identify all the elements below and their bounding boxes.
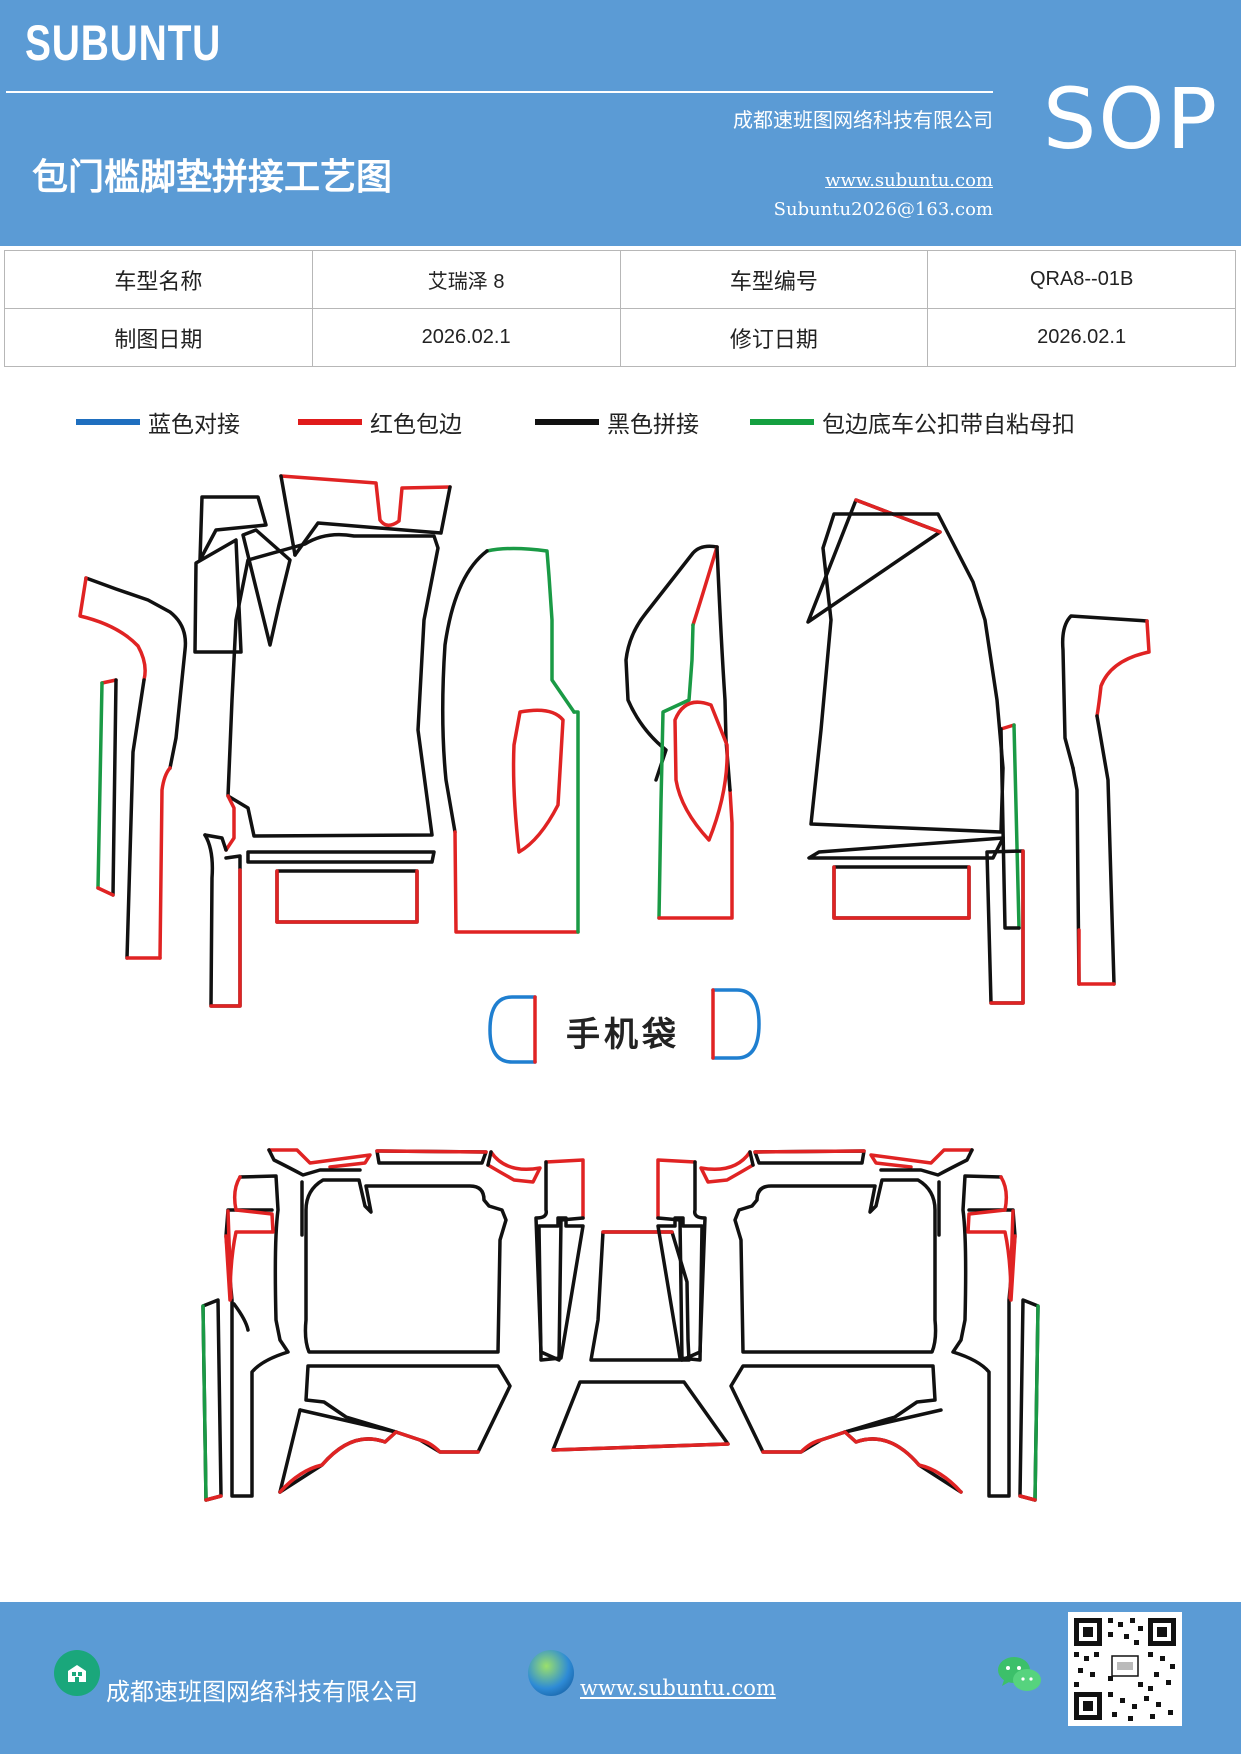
legend-swatch-blue [76,419,140,425]
legend-item-blue: 蓝色对接 [76,405,240,439]
header-company: 成都速班图网络科技有限公司 [733,108,993,132]
table-row: 车型名称 艾瑞泽 8 车型编号 QRA8--01B [4,250,1236,309]
draw-date-value: 2026.02.1 [311,308,621,367]
legend-item-red: 红色包边 [298,405,462,439]
legend-label: 黑色拼接 [607,412,699,438]
legend-label: 红色包边 [370,412,462,438]
sop-badge: SOP [1043,70,1220,168]
header-divider [6,91,993,93]
footer-banner: 成都速班图网络科技有限公司 www.subuntu.com [0,1602,1241,1754]
draw-date-label: 制图日期 [4,308,313,367]
color-legend: 蓝色对接 红色包边 黑色拼接 包边底车公扣带自粘母扣 [0,405,1241,445]
legend-label: 包边底车公扣带自粘母扣 [822,412,1075,438]
revision-date-value: 2026.02.1 [927,308,1236,367]
front-left-pieces [78,474,580,1008]
footer-company: 成都速班图网络科技有限公司 [106,1678,418,1706]
legend-item-green: 包边底车公扣带自粘母扣 [750,405,1075,439]
legend-swatch-red [298,419,362,425]
phone-bag-label: 手机袋 [566,1015,680,1055]
globe-icon [528,1650,574,1696]
rear-pieces [201,1148,1040,1502]
rear-right-pieces [537,1148,1040,1502]
front-right-pieces [624,498,1151,1005]
table-row: 制图日期 2026.02.1 修订日期 2026.02.1 [4,308,1236,367]
legend-swatch-black [535,419,599,425]
document-title: 包门槛脚垫拼接工艺图 [32,157,393,198]
vehicle-info-table: 车型名称 艾瑞泽 8 车型编号 QRA8--01B 制图日期 2026.02.1… [4,250,1236,367]
model-name-label: 车型名称 [4,250,313,309]
model-name-value: 艾瑞泽 8 [311,250,621,309]
wechat-icon[interactable] [996,1654,1044,1700]
phone-pocket-pieces [488,988,761,1064]
qr-code[interactable] [1068,1612,1182,1726]
legend-item-black: 黑色拼接 [535,405,699,439]
floor-mat-pattern-drawing [78,474,1151,1502]
legend-swatch-green [750,419,814,425]
header-banner: SUBUNTU 成都速班图网络科技有限公司 包门槛脚垫拼接工艺图 www.sub… [0,0,1241,246]
building-icon [54,1650,100,1696]
model-code-value: QRA8--01B [927,250,1236,309]
header-website-link[interactable]: www.subuntu.com [825,170,993,191]
footer-website-link[interactable]: www.subuntu.com [580,1676,776,1700]
revision-date-label: 修订日期 [619,308,929,367]
header-email: Subuntu2026@163.com [773,199,993,220]
model-code-label: 车型编号 [619,250,929,309]
legend-label: 蓝色对接 [148,412,240,438]
brand-logo: SUBUNTU [25,15,222,71]
